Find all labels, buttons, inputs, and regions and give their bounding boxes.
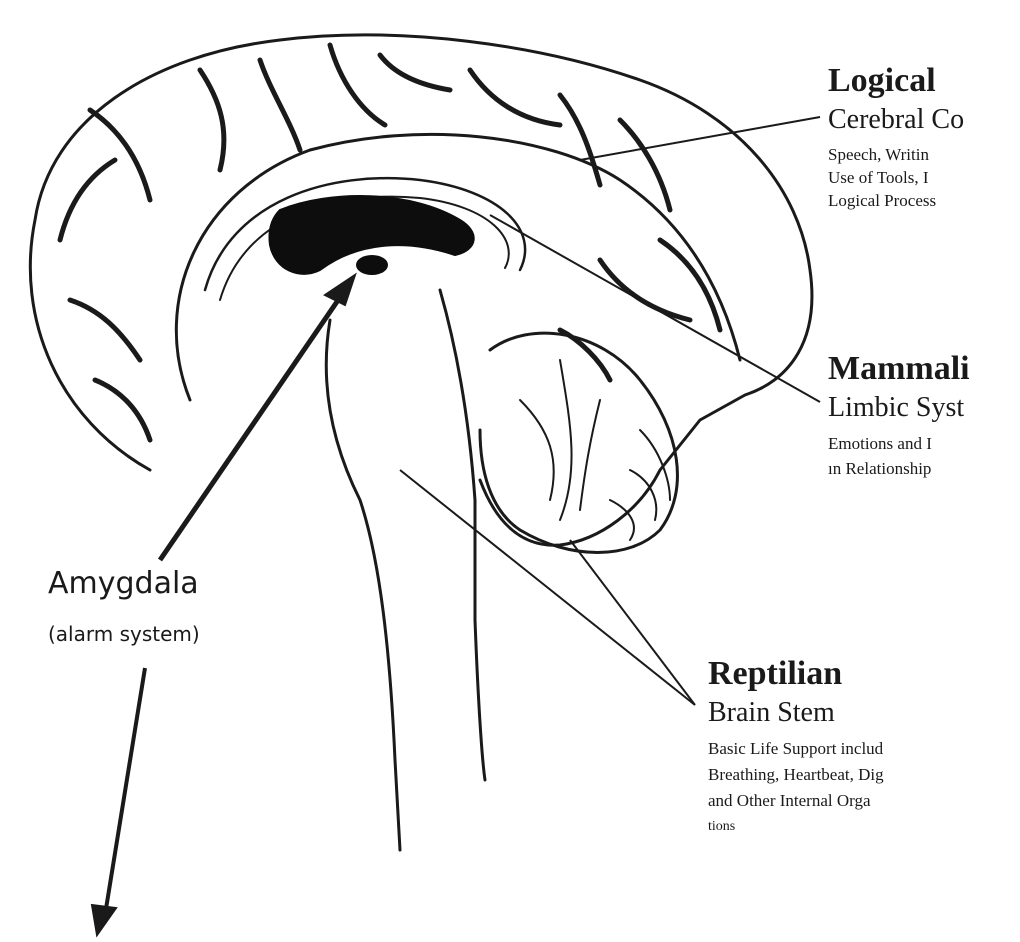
mammalian-heading: Mammali <box>828 350 970 388</box>
amygdala-name: Amygdala <box>48 566 199 601</box>
logical-heading: Logical <box>828 62 936 100</box>
down-arrow-head <box>92 905 116 935</box>
logical-subheading: Cerebral Co <box>828 104 964 136</box>
reptilian-line-3: and Other Internal Orga <box>708 789 871 812</box>
mammalian-subheading: Limbic Syst <box>828 392 964 424</box>
logical-pointer <box>580 117 820 160</box>
reptilian-pointer-b <box>570 540 695 705</box>
mammalian-pointer <box>490 215 820 402</box>
logical-line-3: Logical Process <box>828 189 936 212</box>
brain-stem <box>326 320 400 850</box>
cerebellum <box>480 333 677 552</box>
reptilian-pointer-a <box>400 470 695 705</box>
down-arrow-shaft <box>105 668 145 915</box>
mammalian-line-1: Emotions and I <box>828 432 932 455</box>
mammalian-line-2: ın Relationship <box>828 457 931 480</box>
amygdala-note: (alarm system) <box>48 622 200 646</box>
reptilian-line-4: tions <box>708 815 735 838</box>
amygdala-spot <box>356 255 388 275</box>
cerebrum-outline <box>30 35 812 545</box>
logical-line-1: Speech, Writin <box>828 143 929 166</box>
amygdala-arrow-head <box>325 275 355 305</box>
reptilian-heading: Reptilian <box>708 655 842 693</box>
reptilian-line-2: Breathing, Heartbeat, Dig <box>708 763 884 786</box>
reptilian-line-1: Basic Life Support includ <box>708 737 883 760</box>
reptilian-subheading: Brain Stem <box>708 697 835 729</box>
logical-line-2: Use of Tools, I <box>828 166 929 189</box>
amygdala-arrow-shaft <box>160 290 345 560</box>
